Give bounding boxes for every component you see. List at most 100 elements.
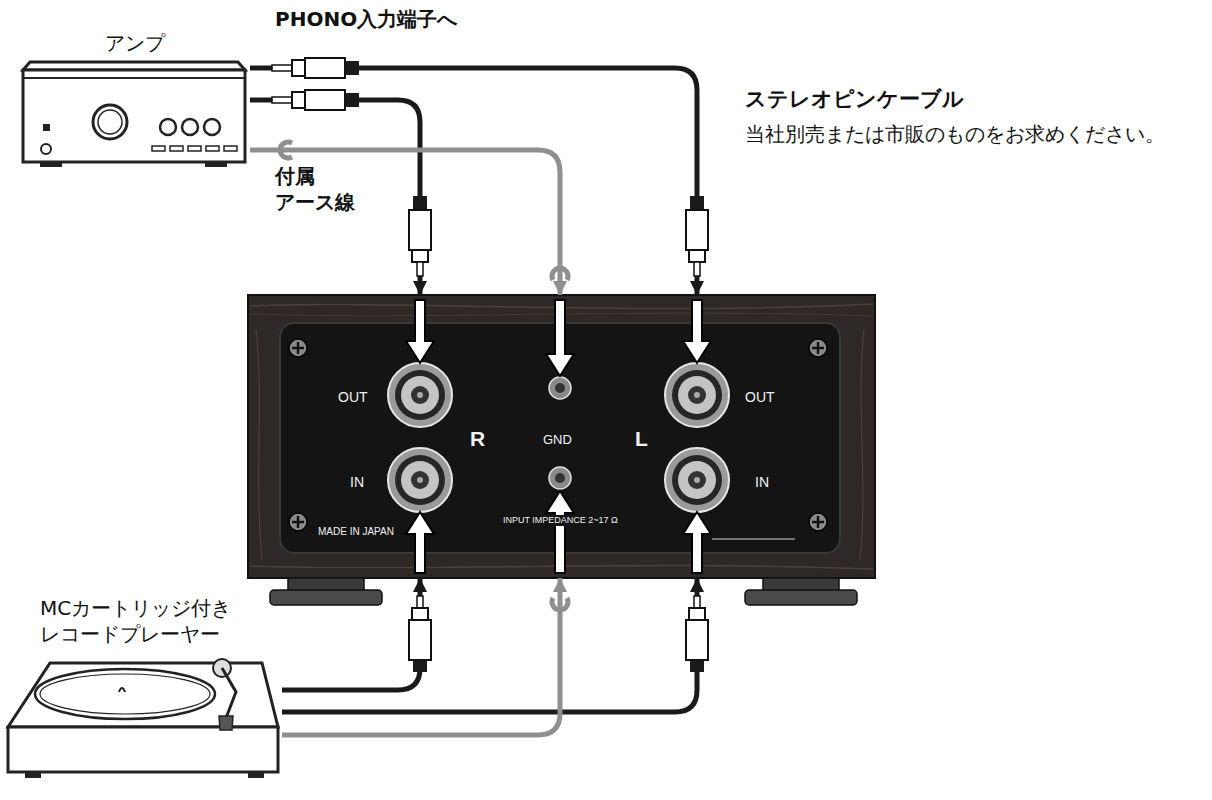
note: 当社別売または市販のものをお求めください。 — [745, 121, 1165, 147]
amp-knob — [182, 119, 198, 135]
amp-bevel — [23, 77, 245, 79]
plug-body — [409, 620, 431, 660]
terminal-label: IN — [755, 473, 769, 491]
insert-arrow — [546, 300, 574, 376]
screw-slot — [812, 342, 824, 354]
amp-top — [23, 62, 245, 70]
foot-base — [745, 590, 857, 605]
insert-arrow — [683, 512, 711, 573]
jack-center — [688, 386, 706, 404]
screw-slot — [292, 342, 304, 354]
plug-boot — [413, 196, 427, 210]
plug-shell — [412, 608, 428, 620]
plug-body — [305, 58, 345, 78]
plug-body — [686, 620, 708, 660]
phono-cable — [282, 578, 420, 690]
wood-grain — [256, 330, 262, 560]
wood-case — [248, 295, 875, 578]
earth-wire — [250, 150, 560, 295]
screw-head — [289, 513, 307, 531]
jack-pin — [694, 392, 700, 398]
earth-lug — [552, 268, 568, 280]
insert-arrow — [546, 491, 574, 573]
foot-base — [270, 590, 382, 605]
jack-center — [411, 386, 429, 404]
jack-ring — [395, 370, 445, 420]
amp-body — [23, 70, 245, 162]
screw-head — [289, 339, 307, 357]
amp-foot — [205, 162, 227, 167]
plug-boot — [690, 660, 704, 672]
rca-jack — [388, 363, 729, 512]
amp-power — [41, 144, 51, 154]
jack-outer — [388, 448, 452, 512]
amp-button — [152, 146, 165, 151]
amp-button — [206, 146, 219, 151]
serial-line — [712, 539, 795, 540]
turntable-top — [8, 663, 278, 727]
phono-cable — [282, 578, 697, 712]
terminal-label: GND — [543, 432, 572, 449]
earth-lug — [280, 142, 292, 158]
plug-shell — [689, 608, 705, 620]
foot-cylinder — [763, 578, 839, 591]
amp-knob — [204, 119, 220, 135]
screw-head — [809, 513, 827, 531]
earth-lug — [552, 598, 568, 610]
device-label: MCカートリッジ付き レコードプレーヤー — [40, 595, 272, 647]
jack-shell — [678, 461, 716, 499]
phono-cable — [250, 68, 697, 295]
gnd-post — [549, 377, 571, 399]
amp-foot — [40, 162, 62, 167]
gnd-post — [549, 467, 571, 489]
plug-pin — [272, 97, 292, 103]
wood-grain — [250, 313, 873, 316]
foot-cylinder — [288, 578, 364, 591]
device-label: アンプ — [20, 30, 250, 56]
wood-grain — [860, 330, 864, 560]
jack-center — [411, 471, 429, 489]
jack-pin — [417, 477, 423, 483]
amp-knob — [98, 110, 122, 134]
jack-ring — [672, 370, 722, 420]
terminal-label: IN — [350, 473, 364, 491]
jack-shell — [401, 461, 439, 499]
turntable-foot — [248, 772, 264, 778]
insert-arrow — [406, 300, 434, 363]
rca-plug — [409, 596, 708, 672]
screw — [289, 339, 827, 531]
screw-head — [809, 339, 827, 357]
gnd-post-center — [555, 383, 565, 393]
plug-pin — [417, 262, 423, 276]
phono-cable — [250, 100, 420, 295]
earth-wire — [282, 578, 560, 735]
turntable-front — [8, 727, 278, 772]
platter-record — [40, 674, 210, 714]
amp-knob — [93, 105, 127, 139]
amp-button — [170, 146, 183, 151]
amp-button — [224, 146, 237, 151]
plug-body — [686, 210, 708, 250]
wood-grain — [250, 304, 873, 309]
amplifier: アンプ — [20, 30, 250, 170]
spindle — [119, 688, 125, 692]
insert-arrow — [406, 300, 711, 573]
plug-pin — [272, 65, 292, 71]
tonearm — [222, 668, 236, 718]
insert-arrow — [406, 512, 434, 573]
jack-shell — [401, 376, 439, 414]
tonearm-base — [213, 659, 231, 677]
jack-shell — [678, 376, 716, 414]
plug-body — [409, 210, 431, 250]
jack-ring — [395, 455, 445, 505]
step-up-transformer: OUTOUTRGNDLININMADE IN JAPANINPUT IMPEDA… — [248, 295, 875, 578]
gnd-post-center — [555, 473, 565, 483]
channel-label: L — [635, 425, 648, 452]
amp-led — [43, 124, 50, 131]
jack-pin — [694, 477, 700, 483]
part-label: ステレオピンケーブル — [745, 86, 964, 113]
rca-plug — [272, 58, 359, 110]
